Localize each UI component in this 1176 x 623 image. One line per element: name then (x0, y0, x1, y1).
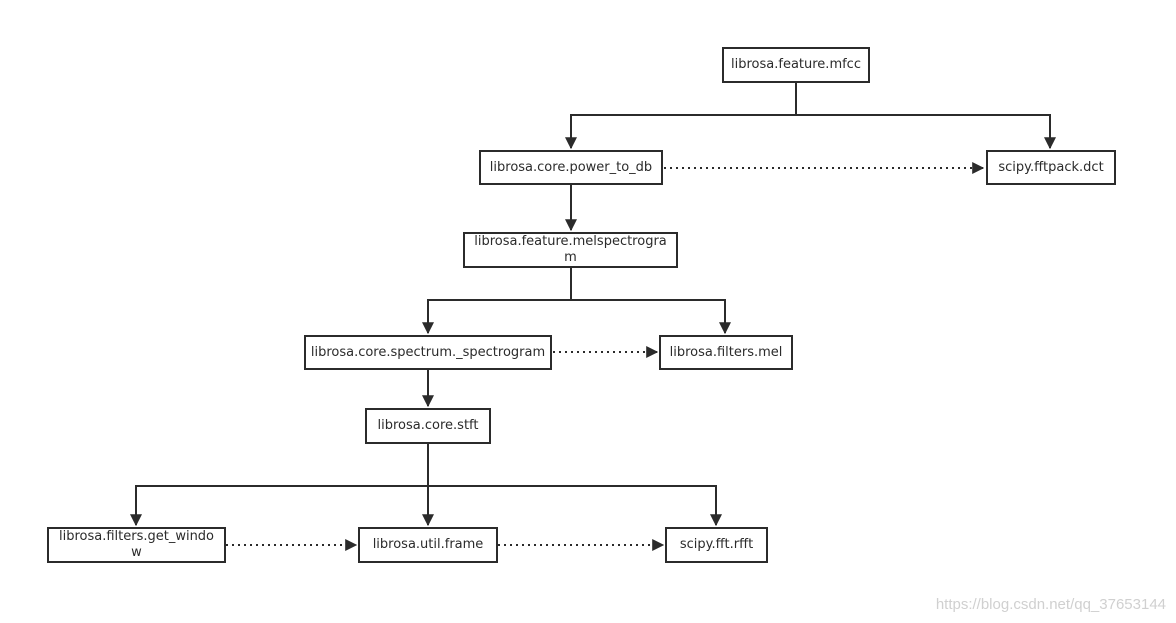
node-label: librosa.feature.melspectrogram (474, 234, 667, 265)
edge-melspectrogram-to-spectrogram (422, 268, 572, 335)
node-label: librosa.core.stft (377, 418, 479, 433)
node-librosa-filters-mel: librosa.filters.mel (659, 335, 793, 370)
node-label: librosa.filters.mel (669, 344, 783, 360)
node-label: librosa.util.frame (372, 537, 484, 552)
node-librosa-feature-mfcc: librosa.feature.mfcc (722, 47, 870, 83)
node-label: librosa.core.power_to_db (489, 159, 653, 175)
edge-stft-to-get-window (130, 485, 428, 527)
node-librosa-util-frame: librosa.util.frame (358, 527, 498, 563)
node-librosa-core-stft: librosa.core.stft (365, 408, 491, 444)
node-librosa-feature-melspectrogram: librosa.feature.melspectrogram (463, 232, 678, 268)
node-label: librosa.core.spectrum._spectrogram (310, 344, 546, 360)
node-librosa-core-power-to-db: librosa.core.power_to_db (479, 150, 663, 185)
node-scipy-fft-rfft: scipy.fft.rfft (665, 527, 768, 563)
node-label: librosa.feature.mfcc (731, 57, 861, 72)
edge-mfcc-to-power-to-db (565, 83, 797, 150)
node-librosa-core-spectrum-spectrogram: librosa.core.spectrum._spectrogram (304, 335, 552, 370)
node-scipy-fftpack-dct: scipy.fftpack.dct (986, 150, 1116, 185)
node-librosa-filters-get-window: librosa.filters.get_window (47, 527, 226, 563)
edge-melspectrogram-to-filters-mel (571, 299, 731, 335)
node-label: librosa.filters.get_window (58, 529, 215, 560)
watermark-text: https://blog.csdn.net/qq_37653144 (935, 596, 1166, 613)
edge-mfcc-to-dct (796, 114, 1056, 150)
edge-stft-to-rfft (428, 485, 722, 527)
node-label: scipy.fft.rfft (679, 537, 754, 552)
node-label: scipy.fftpack.dct (998, 159, 1104, 175)
